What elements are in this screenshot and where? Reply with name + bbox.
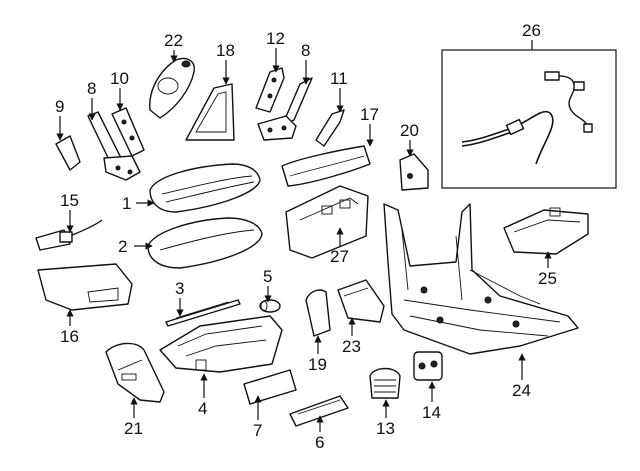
wire-branch bbox=[547, 75, 589, 129]
callout-5: 5 bbox=[263, 267, 272, 286]
part-1-cushion bbox=[149, 163, 261, 213]
callout-7: 7 bbox=[253, 421, 262, 440]
part-27-frame bbox=[285, 185, 369, 259]
leader-lines bbox=[56, 40, 552, 432]
part-8-right-hinge bbox=[257, 77, 313, 141]
part-15-switch bbox=[35, 219, 103, 251]
part-9-cover bbox=[55, 135, 81, 171]
callout-3: 3 bbox=[175, 279, 184, 298]
part-2-cushion-pad bbox=[147, 217, 263, 269]
wire-main bbox=[461, 111, 554, 165]
part-3-rod bbox=[165, 299, 241, 327]
part-23-block bbox=[337, 279, 385, 323]
part-21-side-cover bbox=[105, 342, 165, 403]
wire-connector-c bbox=[573, 81, 585, 91]
callout-15: 15 bbox=[60, 191, 79, 210]
callout-14: 14 bbox=[422, 403, 441, 422]
wire-connector-a bbox=[505, 118, 525, 136]
part-19-cover bbox=[305, 289, 331, 337]
callout-16: 16 bbox=[60, 327, 79, 346]
part-24-seat-track bbox=[383, 203, 579, 355]
callout-9: 9 bbox=[55, 97, 64, 116]
callout-22: 22 bbox=[164, 31, 183, 50]
inset-frame bbox=[441, 49, 617, 189]
part-7-cover bbox=[243, 369, 297, 405]
callout-1: 1 bbox=[122, 194, 131, 213]
part-18-side-panel bbox=[185, 83, 235, 141]
part-16-side-shield bbox=[37, 263, 133, 311]
callout-17: 17 bbox=[360, 105, 379, 124]
callout-25: 25 bbox=[538, 269, 557, 288]
callout-labels: 1 2 3 4 5 6 7 8 8 9 10 11 12 13 14 15 16… bbox=[55, 21, 557, 452]
callout-13: 13 bbox=[376, 419, 395, 438]
callout-19: 19 bbox=[308, 355, 327, 374]
callout-21: 21 bbox=[124, 419, 143, 438]
callout-27: 27 bbox=[330, 247, 349, 266]
wire-connector-b bbox=[544, 71, 560, 81]
callout-6: 6 bbox=[315, 433, 324, 452]
callout-23: 23 bbox=[342, 337, 361, 356]
part-25-cover bbox=[503, 207, 589, 255]
wire-main-2 bbox=[461, 131, 513, 147]
part-6-cover-strip bbox=[289, 395, 349, 427]
wire-connector-d bbox=[583, 123, 593, 133]
part-11-cover bbox=[315, 109, 345, 147]
callout-20: 20 bbox=[400, 121, 419, 140]
part-8-left-hinge bbox=[87, 111, 141, 181]
callout-4: 4 bbox=[198, 399, 207, 418]
part-17-pad bbox=[281, 145, 371, 187]
part-12-hinge-cover bbox=[255, 67, 285, 113]
callout-10: 10 bbox=[110, 69, 129, 88]
part-4-seat-frame bbox=[159, 315, 283, 373]
part-20-bracket bbox=[399, 153, 429, 191]
callout-18: 18 bbox=[216, 41, 235, 60]
callout-2: 2 bbox=[118, 237, 127, 256]
callout-8-left: 8 bbox=[87, 79, 96, 98]
callout-8-right: 8 bbox=[301, 41, 310, 60]
callout-12: 12 bbox=[266, 29, 285, 48]
part-5-cap bbox=[259, 299, 281, 313]
part-14-switch bbox=[413, 351, 443, 381]
callout-24: 24 bbox=[512, 381, 531, 400]
part-22-shield-cover bbox=[149, 57, 195, 119]
callout-26: 26 bbox=[522, 21, 541, 40]
callout-11: 11 bbox=[330, 69, 348, 88]
part-13-knob bbox=[369, 367, 401, 399]
inset-wire-harness bbox=[441, 49, 617, 189]
